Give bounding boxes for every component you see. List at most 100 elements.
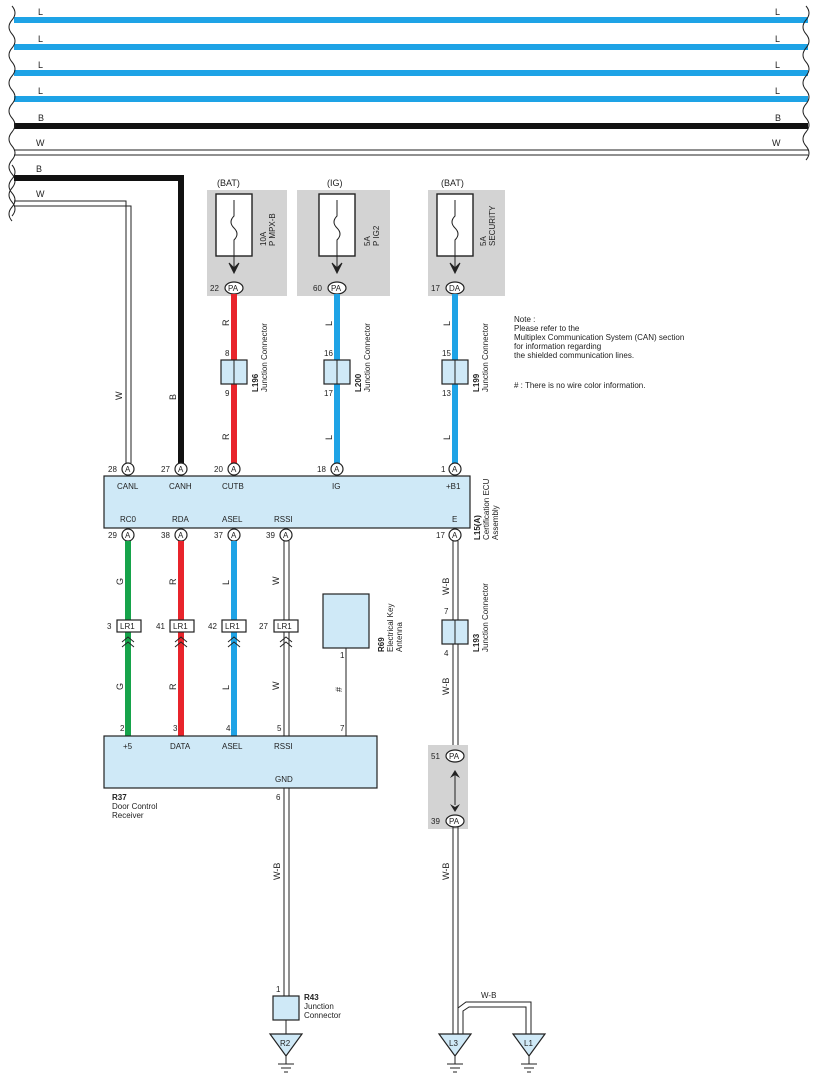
fuse-1-rating: 10A [259,231,268,246]
left-wire-b-label: B [36,164,42,174]
fuse-1-icon [230,200,238,256]
ecu-desc-1: Certification ECU [482,478,491,540]
ecu-label-asel: ASEL [222,515,243,524]
lr1-conn-4-label: LR1 [277,622,292,631]
canl-wire-a [14,200,127,463]
lr1-conn-2-label: LR1 [173,622,188,631]
ecu-pin-37-conn: A [231,531,237,540]
lr1-conn-2-pin: 41 [156,622,165,631]
fuse-2-pin-num: 60 [313,284,322,293]
fuse-3-source: (BAT) [441,178,464,188]
fuse-3-conn: DA [449,284,461,293]
receiver-pin-2-num: 2 [120,724,125,733]
antenna-r69: R69 Electrical Key Antenna 1 # [322,593,404,736]
ecu-pin-28 [121,462,135,476]
receiver-pin-7-num: 7 [340,724,345,733]
fuse-3-pin-num: 17 [431,284,440,293]
fuse-3-name: SECURITY [488,205,497,246]
r43-desc-1: Junction [304,1002,334,1011]
lr1-connector-1 [116,619,142,633]
ecu-label-e: E [452,515,457,524]
ecu-label-canl: CANL [117,482,139,491]
receiver-gnd-pin: 6 [276,793,281,802]
chevron-3-icon [227,636,241,648]
antenna-id: R69 [377,637,386,652]
pa-down-arrow [450,804,460,812]
lr1-connector-2 [169,619,195,633]
fuse-2-rating: 5A [363,236,372,246]
ground-r2-label: R2 [280,1039,291,1048]
ecu-pin-20-num: 20 [214,465,223,474]
pa-top-pin [445,749,465,763]
receiver-box [103,735,378,789]
ecu-pin-27-num: 27 [161,465,170,474]
l200-desc: Junction Connector [363,323,372,392]
lr1-conn-1-label: LR1 [120,622,135,631]
lower-wires: G G R R L L W W LR1 3 LR1 41 LR1 42 LR1 … [107,541,299,736]
ground-l1-icon [521,1056,537,1073]
receiver-pin-4-num: 4 [226,724,231,733]
note-line-3: Multiplex Communication System (CAN) sec… [514,333,684,342]
ecu-pin-18-num: 18 [317,465,326,474]
door-control-receiver: 2 3 4 5 7 +5 DATA ASEL RSSI GND R37 Door… [103,724,378,820]
fuse-1-source: (BAT) [217,178,240,188]
receiver-label-5v: +5 [123,742,133,751]
ecu-pin-1-num: 1 [441,465,446,474]
ecu-label-rc0: RC0 [120,515,137,524]
l196-wire-bot: R [221,433,231,440]
fuse-1-arrow [228,256,240,275]
l193-desc: Junction Connector [481,583,490,652]
ecu-pin-38-num: 38 [161,531,170,540]
ecu-pin-20-conn: A [231,465,237,474]
lr1-conn-4-pin: 27 [259,622,268,631]
antenna-box [322,593,370,649]
ecu-box [103,475,471,529]
pa-top-num: 51 [431,752,440,761]
l200-in: 16 [324,349,333,358]
asel-wire-bot-label: L [221,685,231,690]
receiver-label-data: DATA [170,742,191,751]
l196-in: 8 [225,349,230,358]
ecu-ground-path: W-B 7 4 L193 Junction Connector W-B PA 5… [428,541,547,1073]
rda-wire-bot-label: R [168,683,178,690]
ecu-pin-28-num: 28 [108,465,117,474]
receiver-pin-3-num: 3 [173,724,178,733]
lr1-conn-1-pin: 3 [107,622,112,631]
ecu-pin-1-conn: A [452,465,458,474]
ecu-pin-28-conn: A [125,465,131,474]
chevron-2-icon [174,636,188,648]
break-mark-left-2 [8,164,16,222]
lr1-connector-4 [273,619,299,633]
chevron-1-icon [121,636,135,648]
rssi-wire-bot-label: W [271,681,281,690]
ecu-pin-1 [448,462,462,476]
ecu-pin-39-num: 39 [266,531,275,540]
chevron-4-icon [279,636,293,648]
l193-out: 4 [444,649,449,658]
l199-out: 13 [442,389,451,398]
ecu-pin-38-conn: A [178,531,184,540]
ecu-id: L15(A) [473,515,482,540]
ecu-pin-39-conn: A [283,531,289,540]
fuse-group: (BAT) 10A P MPX-B (IG) 5A P IG2 (BAT) 5A… [207,178,505,296]
l193-wire-label: W-B [441,678,451,695]
l199-desc: Junction Connector [481,323,490,392]
r43-desc-2: Connector [304,1011,341,1020]
fuse-2-conn: PA [331,284,342,293]
bus-label-r2: L [775,34,780,44]
canh-wire [14,175,184,463]
fuse-2-arrow [331,256,343,275]
bus-label-l2: L [38,34,43,44]
ecu-pin-18 [330,462,344,476]
fuse-3-icon [451,200,459,256]
note-block: Note : Please refer to the Multiplex Com… [514,315,684,390]
pa-bot-num: 39 [431,817,440,826]
branch-wire-b [462,1006,527,1034]
pa-top-conn: PA [449,752,460,761]
ecu-desc-2: Assembly [491,505,500,540]
fuse-2-icon [333,200,341,256]
antenna-pin: 1 [340,651,345,660]
fuse-1-conn: PA [228,284,239,293]
receiver-label-rssi: RSSI [274,742,293,751]
l193-in: 7 [444,607,449,616]
